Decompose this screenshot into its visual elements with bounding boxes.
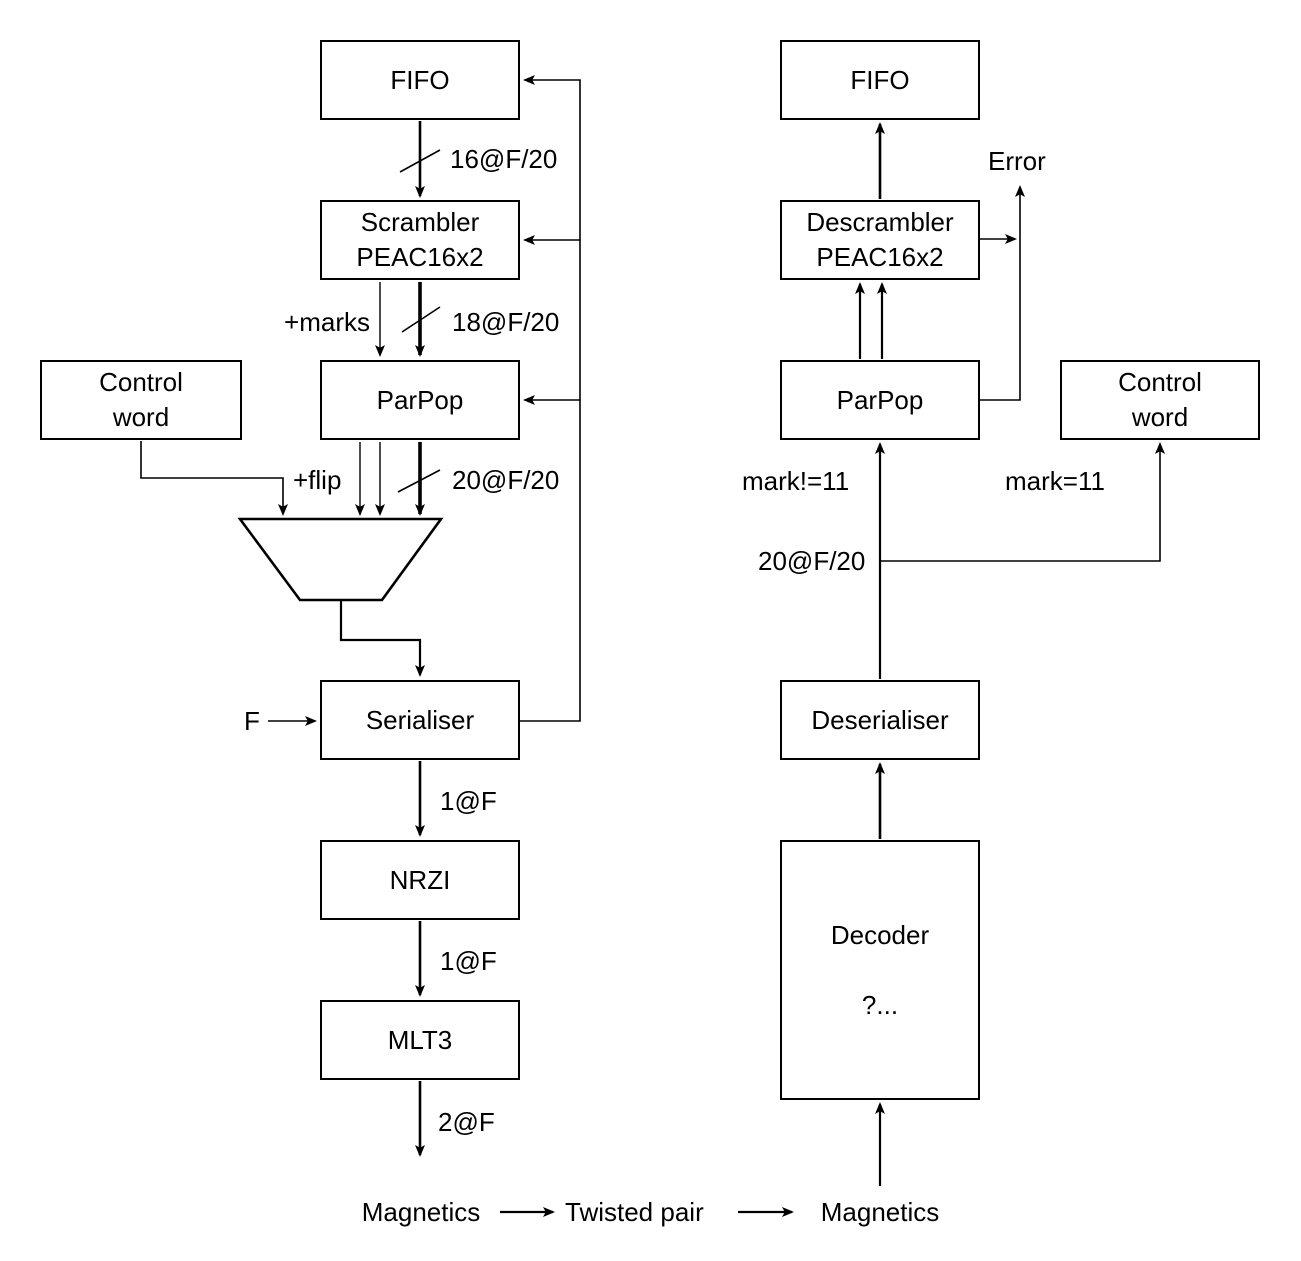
parpop-tx-box: ParPop xyxy=(320,360,520,440)
fifo-rx-box: FIFO xyxy=(780,40,980,120)
twisted-pair-label: Twisted pair xyxy=(565,1197,704,1227)
mux-trapezoid xyxy=(237,517,444,602)
parpop-rx-box: ParPop xyxy=(780,360,980,440)
bus-width-tick-18 xyxy=(401,306,441,333)
flip-label: +flip xyxy=(293,465,342,495)
magnetics-rx-label: Magnetics xyxy=(820,1197,940,1227)
bus18-label: 18@F/20 xyxy=(452,307,560,337)
mark-not-equal-label: mark!=11 xyxy=(742,466,850,496)
control-word-rx-box: Control word xyxy=(1060,360,1260,440)
serial-2f-label: 2@F xyxy=(438,1107,495,1137)
descrambler-box: Descrambler PEAC16x2 xyxy=(780,200,980,280)
clock-f-label: F xyxy=(244,706,260,736)
connector-branch-to-controlword xyxy=(880,442,1165,562)
serial-1f-label-b: 1@F xyxy=(440,946,497,976)
mlt3-box: MLT3 xyxy=(320,1000,520,1080)
deserialiser-box: Deserialiser xyxy=(780,680,980,760)
bus16-label: 16@F/20 xyxy=(450,144,558,174)
decoder-box: Decoder ?... xyxy=(780,840,980,1100)
bus20-tx-label: 20@F/20 xyxy=(452,465,560,495)
serialiser-box: Serialiser xyxy=(320,680,520,760)
serial-1f-label-a: 1@F xyxy=(440,786,497,816)
mark-equal-label: mark=11 xyxy=(1005,466,1105,496)
connector-mux-to-serialiser xyxy=(339,601,425,677)
nrzi-box: NRZI xyxy=(320,840,520,920)
bus-width-tick-20 xyxy=(397,469,441,493)
magnetics-tx-label: Magnetics xyxy=(361,1197,481,1227)
marks-label: +marks xyxy=(284,307,370,337)
error-label: Error xyxy=(988,146,1046,176)
scrambler-box: Scrambler PEAC16x2 xyxy=(320,200,520,280)
connector-controlword-to-mux xyxy=(140,441,288,516)
bus-width-tick-16 xyxy=(399,149,441,173)
fifo-tx-box: FIFO xyxy=(320,40,520,120)
bus20-rx-label: 20@F/20 xyxy=(758,546,866,576)
control-word-tx-box: Control word xyxy=(40,360,242,440)
connector-parpop-to-error xyxy=(980,185,1025,401)
